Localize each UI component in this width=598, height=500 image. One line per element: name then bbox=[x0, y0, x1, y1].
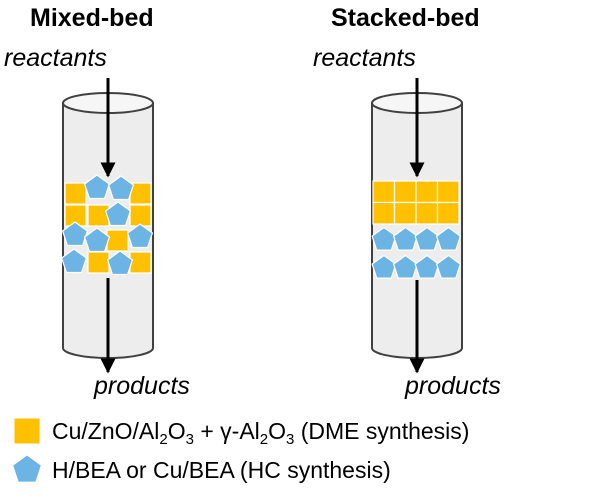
pentagon-icon bbox=[12, 454, 42, 483]
catalyst-pentagon bbox=[392, 226, 419, 251]
stacked-bed-products-label: products bbox=[405, 372, 501, 400]
catalyst-pentagon bbox=[107, 175, 135, 201]
catalyst-pentagon bbox=[414, 226, 440, 251]
catalyst-pentagon bbox=[83, 174, 111, 200]
mixed-bed-particles bbox=[60, 174, 154, 276]
mixed-bed-products-label: products bbox=[94, 372, 190, 400]
catalyst-square bbox=[393, 180, 417, 204]
stacked-bed-title: Stacked-bed bbox=[331, 4, 480, 32]
legend-item-hc: H/BEA or Cu/BEA (HC synthesis) bbox=[52, 453, 391, 487]
legend-label-dme: Cu/ZnO/Al2O3 + γ-Al2O3 (DME synthesis) bbox=[52, 417, 470, 448]
catalyst-square bbox=[372, 201, 396, 225]
catalyst-pentagon bbox=[435, 226, 462, 251]
catalyst-pentagon bbox=[61, 221, 89, 247]
catalyst-pentagon bbox=[106, 250, 134, 276]
stacked-bed-reactants-label: reactants bbox=[313, 44, 416, 72]
catalyst-pentagon bbox=[83, 227, 111, 253]
mixed-bed-title: Mixed-bed bbox=[30, 4, 154, 32]
catalyst-pentagon bbox=[414, 254, 440, 279]
catalyst-square bbox=[415, 180, 439, 204]
catalyst-square bbox=[129, 251, 152, 274]
catalyst-square bbox=[436, 201, 460, 225]
catalyst-pentagon bbox=[371, 254, 397, 279]
square-icon bbox=[13, 417, 41, 445]
catalyst-square bbox=[87, 251, 110, 274]
stacked-bed-particles bbox=[371, 180, 462, 279]
legend-label-hc: H/BEA or Cu/BEA (HC synthesis) bbox=[52, 456, 391, 483]
catalyst-square bbox=[372, 180, 396, 204]
catalyst-pentagon bbox=[371, 226, 397, 251]
catalyst-square bbox=[129, 204, 152, 227]
catalyst-pentagon bbox=[126, 223, 154, 249]
catalyst-square bbox=[64, 182, 87, 205]
catalyst-square bbox=[87, 204, 110, 227]
catalyst-square bbox=[393, 201, 417, 225]
catalyst-pentagon bbox=[435, 254, 462, 279]
mixed-bed-reactants-label: reactants bbox=[4, 44, 107, 72]
catalyst-square bbox=[106, 229, 129, 252]
catalyst-pentagon bbox=[60, 248, 88, 274]
catalyst-square bbox=[436, 180, 460, 204]
catalyst-square bbox=[415, 201, 439, 225]
catalyst-pentagon bbox=[104, 201, 132, 227]
catalyst-pentagon bbox=[392, 254, 419, 279]
legend-item-dme: Cu/ZnO/Al2O3 + γ-Al2O3 (DME synthesis) bbox=[52, 414, 469, 448]
